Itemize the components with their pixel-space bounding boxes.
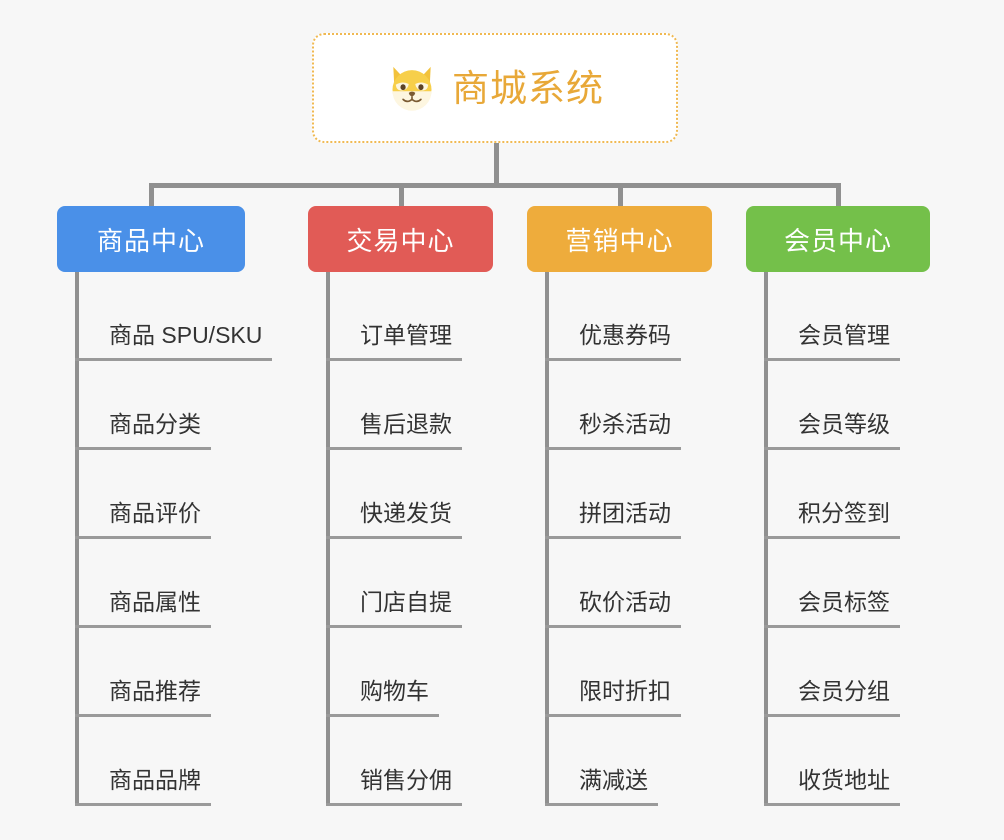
leaf-underline — [75, 803, 211, 806]
leaf-item[interactable]: 拼团活动 — [545, 450, 681, 539]
column-spine-4 — [764, 272, 768, 806]
leaf-label: 售后退款 — [360, 411, 452, 437]
leaf-item[interactable]: 会员分组 — [764, 628, 900, 717]
leaf-label: 商品分类 — [109, 411, 201, 437]
leaf-item[interactable]: 商品属性 — [75, 539, 211, 628]
leaf-underline — [326, 358, 462, 361]
leaf-underline — [75, 536, 211, 539]
leaf-label: 门店自提 — [360, 589, 452, 615]
leaf-item[interactable]: 会员等级 — [764, 361, 900, 450]
category-bus-connector — [149, 183, 840, 188]
leaf-underline — [545, 625, 681, 628]
column-spine-1 — [75, 272, 79, 806]
leaf-label: 满减送 — [579, 767, 648, 793]
leaf-item[interactable]: 快递发货 — [326, 450, 462, 539]
column-spine-2 — [326, 272, 330, 806]
leaf-label: 会员等级 — [798, 411, 890, 437]
column-spine-3 — [545, 272, 549, 806]
leaf-underline — [326, 714, 439, 717]
leaf-label: 积分签到 — [798, 500, 890, 526]
leaf-label: 收货地址 — [798, 767, 890, 793]
leaf-item[interactable]: 购物车 — [326, 628, 439, 717]
root-stem-connector — [494, 143, 499, 186]
leaf-label: 会员标签 — [798, 589, 890, 615]
leaf-label: 会员管理 — [798, 322, 890, 348]
leaf-item[interactable]: 商品品牌 — [75, 717, 211, 806]
leaf-underline — [545, 536, 681, 539]
root-node[interactable]: 商城系统 — [312, 33, 678, 143]
category-label: 营销中心 — [565, 225, 674, 256]
leaf-item[interactable]: 收货地址 — [764, 717, 900, 806]
leaf-item[interactable]: 优惠券码 — [545, 272, 681, 361]
leaf-item[interactable]: 销售分佣 — [326, 717, 462, 806]
leaf-label: 会员分组 — [798, 678, 890, 704]
category-label: 交易中心 — [346, 225, 455, 256]
leaf-label: 优惠券码 — [579, 322, 671, 348]
category-label: 商品中心 — [96, 225, 205, 256]
leaf-item[interactable]: 商品分类 — [75, 361, 211, 450]
leaf-underline — [764, 625, 900, 628]
category-box-1[interactable]: 商品中心 — [57, 206, 245, 272]
leaf-item[interactable]: 商品 SPU/SKU — [75, 272, 273, 361]
leaf-underline — [75, 714, 211, 717]
leaf-label: 商品 SPU/SKU — [109, 322, 263, 348]
leaf-label: 砍价活动 — [579, 589, 671, 615]
leaf-underline — [764, 447, 900, 450]
leaf-label: 购物车 — [360, 678, 429, 704]
leaf-underline — [75, 625, 211, 628]
leaf-item[interactable]: 满减送 — [545, 717, 658, 806]
leaf-label: 订单管理 — [360, 322, 452, 348]
leaf-item[interactable]: 秒杀活动 — [545, 361, 681, 450]
leaf-label: 限时折扣 — [579, 678, 671, 704]
leaf-item[interactable]: 订单管理 — [326, 272, 462, 361]
category-drop-connector-1 — [149, 183, 154, 211]
category-box-3[interactable]: 营销中心 — [527, 206, 712, 272]
leaf-item[interactable]: 限时折扣 — [545, 628, 681, 717]
root-title: 商城系统 — [452, 67, 604, 109]
leaf-item[interactable]: 积分签到 — [764, 450, 900, 539]
leaf-label: 销售分佣 — [360, 767, 452, 793]
leaf-label: 商品推荐 — [109, 678, 201, 704]
shiba-dog-face-icon — [386, 62, 438, 114]
leaf-item[interactable]: 会员管理 — [764, 272, 900, 361]
leaf-label: 商品评价 — [109, 500, 201, 526]
leaf-underline — [326, 625, 462, 628]
leaf-label: 商品品牌 — [109, 767, 201, 793]
leaf-item[interactable]: 商品评价 — [75, 450, 211, 539]
leaf-label: 快递发货 — [360, 500, 452, 526]
leaf-underline — [545, 714, 681, 717]
leaf-underline — [75, 447, 211, 450]
leaf-underline — [326, 536, 462, 539]
leaf-underline — [764, 714, 900, 717]
leaf-label: 秒杀活动 — [579, 411, 671, 437]
leaf-label: 拼团活动 — [579, 500, 671, 526]
leaf-underline — [326, 803, 462, 806]
category-box-4[interactable]: 会员中心 — [746, 206, 930, 272]
category-box-2[interactable]: 交易中心 — [308, 206, 493, 272]
leaf-item[interactable]: 商品推荐 — [75, 628, 211, 717]
category-drop-connector-2 — [398, 183, 404, 211]
leaf-underline — [326, 447, 462, 450]
leaf-label: 商品属性 — [109, 589, 201, 615]
category-label: 会员中心 — [783, 225, 892, 256]
leaf-underline — [545, 447, 681, 450]
leaf-item[interactable]: 会员标签 — [764, 539, 900, 628]
leaf-item[interactable]: 门店自提 — [326, 539, 462, 628]
category-drop-connector-3 — [617, 183, 623, 211]
leaf-underline — [75, 358, 273, 361]
category-drop-connector-4 — [836, 183, 841, 211]
leaf-underline — [764, 358, 900, 361]
leaf-underline — [545, 803, 658, 806]
leaf-underline — [545, 358, 681, 361]
leaf-underline — [764, 803, 900, 806]
leaf-underline — [764, 536, 900, 539]
leaf-item[interactable]: 售后退款 — [326, 361, 462, 450]
leaf-item[interactable]: 砍价活动 — [545, 539, 681, 628]
